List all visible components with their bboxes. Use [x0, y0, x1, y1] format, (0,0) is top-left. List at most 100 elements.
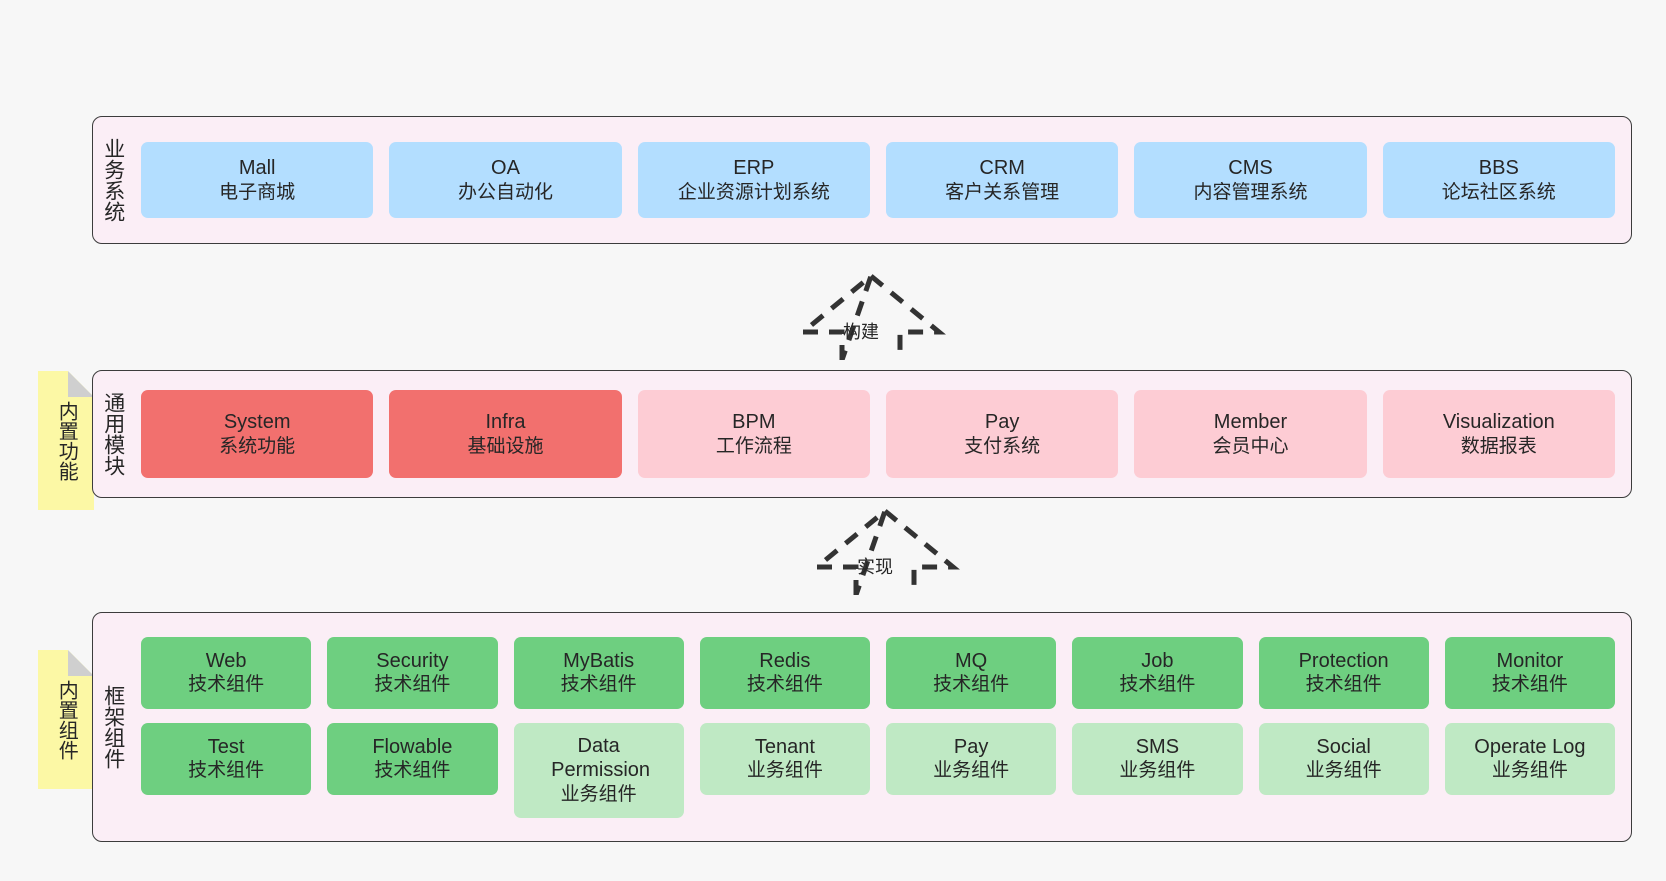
- card-mq-subtitle: 技术组件: [933, 674, 1010, 696]
- card-tenant-title: Tenant: [754, 735, 815, 758]
- card-bpm-subtitle: 工作流程: [715, 435, 792, 457]
- note-fold-corner: [68, 371, 94, 397]
- card-pay-component-subtitle: 业务组件: [933, 760, 1010, 782]
- connector-implement: 实现: [810, 503, 960, 596]
- layer-framework-components-cards: Web 技术组件 Security 技术组件 MyBatis 技术组件 Redi…: [133, 613, 1631, 841]
- card-job-title: Job: [1141, 649, 1174, 672]
- card-infra[interactable]: Infra 基础设施: [389, 390, 622, 478]
- connector-build: 构建: [796, 268, 946, 361]
- card-sms-title: SMS: [1135, 735, 1180, 758]
- card-data-permission[interactable]: Data Permission 业务组件: [513, 722, 684, 818]
- note-fold-corner: [68, 650, 94, 676]
- card-flowable-title: Flowable: [372, 735, 453, 758]
- card-cms[interactable]: CMS 内容管理系统: [1134, 142, 1367, 218]
- note-builtin-function: 内置功能: [38, 371, 94, 510]
- layer-common-modules-title: 通用模块: [101, 392, 125, 476]
- card-crm-title: CRM: [979, 157, 1025, 180]
- card-social-subtitle: 业务组件: [1305, 760, 1382, 782]
- card-pay-component-title: Pay: [953, 735, 989, 758]
- card-bbs-subtitle: 论坛社区系统: [1441, 181, 1556, 203]
- card-test-subtitle: 技术组件: [188, 760, 265, 782]
- card-mall[interactable]: Mall 电子商城: [141, 142, 374, 218]
- card-operate-log[interactable]: Operate Log 业务组件: [1444, 722, 1615, 795]
- card-tenant-subtitle: 业务组件: [746, 760, 823, 782]
- card-operate-log-subtitle: 业务组件: [1491, 760, 1568, 782]
- card-system[interactable]: System 系统功能: [141, 390, 374, 478]
- card-erp-subtitle: 企业资源计划系统: [677, 181, 830, 203]
- layer-business-system[interactable]: 业务系统 Mall 电子商城 OA 办公自动化 ERP 企业资源计划系统 CRM…: [92, 116, 1632, 244]
- card-infra-subtitle: 基础设施: [467, 435, 544, 457]
- card-redis[interactable]: Redis 技术组件: [699, 636, 870, 709]
- card-crm[interactable]: CRM 客户关系管理: [885, 142, 1119, 218]
- card-protection-title: Protection: [1298, 649, 1389, 672]
- card-job-subtitle: 技术组件: [1119, 674, 1196, 696]
- connector-implement-label: 实现: [857, 557, 893, 577]
- card-erp[interactable]: ERP 企业资源计划系统: [637, 142, 870, 218]
- card-mybatis-title: MyBatis: [563, 649, 635, 672]
- card-redis-subtitle: 技术组件: [746, 674, 823, 696]
- card-test[interactable]: Test 技术组件: [141, 722, 312, 795]
- connector-build-icon: [796, 268, 946, 361]
- card-flowable-subtitle: 技术组件: [374, 760, 451, 782]
- card-security-title: Security: [376, 649, 449, 672]
- card-pay-module-subtitle: 支付系统: [964, 435, 1041, 457]
- card-test-title: Test: [207, 735, 245, 758]
- card-social[interactable]: Social 业务组件: [1258, 722, 1429, 795]
- card-protection-subtitle: 技术组件: [1305, 674, 1382, 696]
- card-monitor-subtitle: 技术组件: [1491, 674, 1568, 696]
- card-visualization-title: Visualization: [1442, 411, 1555, 434]
- connector-build-label: 构建: [843, 322, 879, 342]
- note-builtin-component: 内置组件: [38, 650, 94, 789]
- card-web-subtitle: 技术组件: [188, 674, 265, 696]
- layer-business-system-title: 业务系统: [101, 138, 125, 222]
- card-data-permission-subtitle: 业务组件: [560, 783, 637, 805]
- framework-row-2: Test 技术组件 Flowable 技术组件 Data Permission …: [141, 722, 1615, 818]
- card-member-subtitle: 会员中心: [1212, 435, 1289, 457]
- card-job[interactable]: Job 技术组件: [1072, 636, 1243, 709]
- card-infra-title: Infra: [485, 411, 526, 434]
- card-monitor[interactable]: Monitor 技术组件: [1444, 636, 1615, 709]
- note-builtin-component-label: 内置组件: [55, 679, 78, 760]
- card-operate-log-title: Operate Log: [1474, 735, 1586, 758]
- card-visualization[interactable]: Visualization 数据报表: [1382, 390, 1615, 478]
- card-bpm-title: BPM: [732, 411, 776, 434]
- card-pay-module-title: Pay: [984, 411, 1020, 434]
- card-mybatis-subtitle: 技术组件: [560, 674, 637, 696]
- layer-common-modules-cards: System 系统功能 Infra 基础设施 BPM 工作流程 Pay 支付系统…: [133, 371, 1631, 497]
- card-monitor-title: Monitor: [1496, 649, 1564, 672]
- card-bbs[interactable]: BBS 论坛社区系统: [1382, 142, 1615, 218]
- card-visualization-subtitle: 数据报表: [1460, 435, 1537, 457]
- card-data-permission-title: Data Permission: [551, 735, 651, 782]
- card-pay-module[interactable]: Pay 支付系统: [885, 390, 1119, 478]
- card-oa-subtitle: 办公自动化: [457, 181, 553, 203]
- card-oa-title: OA: [491, 157, 520, 180]
- card-tenant[interactable]: Tenant 业务组件: [699, 722, 870, 795]
- card-oa[interactable]: OA 办公自动化: [389, 142, 622, 218]
- card-bbs-title: BBS: [1478, 157, 1519, 180]
- card-protection[interactable]: Protection 技术组件: [1258, 636, 1429, 709]
- layer-common-modules[interactable]: 通用模块 System 系统功能 Infra 基础设施 BPM 工作流程 Pay…: [92, 370, 1632, 498]
- card-member[interactable]: Member 会员中心: [1134, 390, 1367, 478]
- layer-business-system-cards: Mall 电子商城 OA 办公自动化 ERP 企业资源计划系统 CRM 客户关系…: [133, 117, 1631, 243]
- card-security[interactable]: Security 技术组件: [327, 636, 498, 709]
- card-crm-subtitle: 客户关系管理: [945, 181, 1060, 203]
- card-mall-subtitle: 电子商城: [219, 181, 296, 203]
- card-mq-title: MQ: [955, 649, 988, 672]
- card-flowable[interactable]: Flowable 技术组件: [327, 722, 498, 795]
- layer-framework-components[interactable]: 框架组件 Web 技术组件 Security 技术组件 MyBatis 技术组件…: [92, 612, 1632, 842]
- card-member-title: Member: [1213, 411, 1288, 434]
- framework-row-1: Web 技术组件 Security 技术组件 MyBatis 技术组件 Redi…: [141, 636, 1615, 709]
- card-web[interactable]: Web 技术组件: [141, 636, 312, 709]
- card-mq[interactable]: MQ 技术组件: [886, 636, 1057, 709]
- card-pay-component[interactable]: Pay 业务组件: [886, 722, 1057, 795]
- card-sms[interactable]: SMS 业务组件: [1072, 722, 1243, 795]
- card-redis-title: Redis: [759, 649, 811, 672]
- card-bpm[interactable]: BPM 工作流程: [637, 390, 870, 478]
- card-system-subtitle: 系统功能: [219, 435, 296, 457]
- card-cms-title: CMS: [1228, 157, 1273, 180]
- card-social-title: Social: [1316, 735, 1371, 758]
- card-mall-title: Mall: [238, 157, 276, 180]
- layer-framework-components-title: 框架组件: [101, 685, 125, 769]
- card-mybatis[interactable]: MyBatis 技术组件: [513, 636, 684, 709]
- card-security-subtitle: 技术组件: [374, 674, 451, 696]
